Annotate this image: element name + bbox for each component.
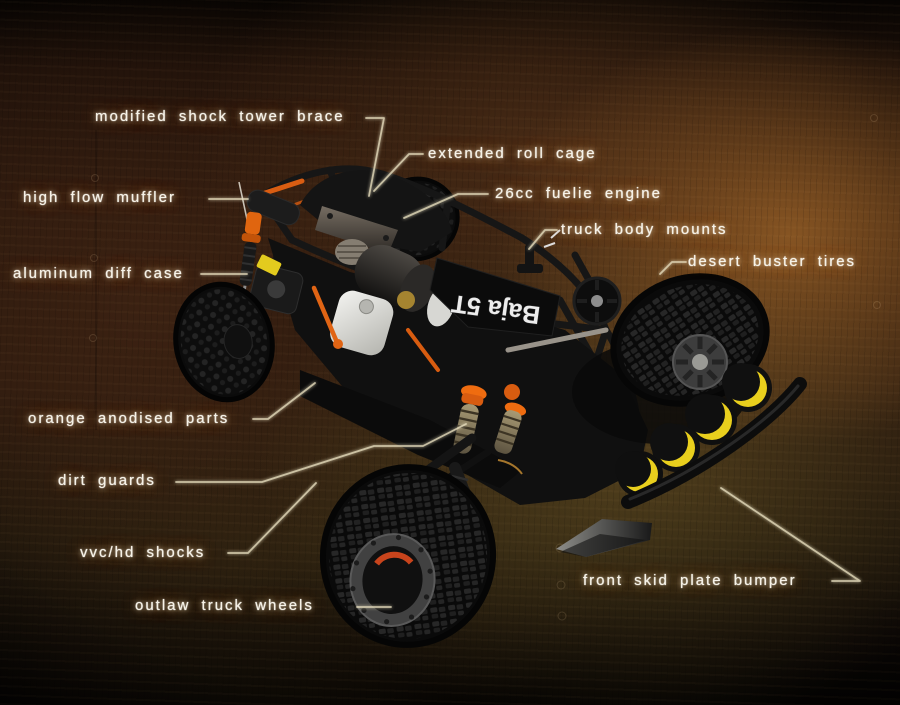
callout-desert-buster-tires: desert buster tires bbox=[688, 253, 857, 270]
callout-front-skid-plate-bumper: front skid plate bumper bbox=[583, 572, 797, 589]
leader-dirt-guards bbox=[175, 423, 467, 483]
front-bumper-tube bbox=[621, 377, 807, 509]
callout-truck-body-mounts: truck body mounts bbox=[561, 221, 728, 238]
callout-26cc-fuelie-engine: 26cc fuelie engine bbox=[495, 185, 662, 202]
chassis-shadow-edge bbox=[300, 370, 522, 488]
callout-outlaw-truck-wheels: outlaw truck wheels bbox=[135, 597, 314, 614]
callout-orange-anodised-parts: orange anodised parts bbox=[28, 410, 230, 427]
callout-high-flow-muffler: high flow muffler bbox=[23, 189, 176, 206]
side-panel: Baja 5T bbox=[429, 257, 561, 337]
leader-desert-buster-tires bbox=[659, 261, 687, 275]
leader-26cc-fuelie-engine bbox=[403, 193, 489, 219]
driveshaft bbox=[505, 327, 609, 353]
zip-ties bbox=[543, 229, 561, 248]
clutch-bell bbox=[397, 291, 415, 309]
callout-extended-roll-cage: extended roll cage bbox=[428, 145, 597, 162]
engine-assembly bbox=[335, 239, 436, 312]
antenna bbox=[238, 181, 249, 225]
front-left-wheel bbox=[319, 464, 497, 648]
rear-right-hub-disc bbox=[572, 276, 622, 326]
aluminum-diff-case-part bbox=[249, 264, 304, 315]
fuel-tank bbox=[330, 290, 394, 356]
leader-extended-roll-cage bbox=[373, 153, 424, 192]
rear-left-tire bbox=[173, 281, 275, 403]
callout-aluminum-diff-case: aluminum diff case bbox=[13, 265, 184, 282]
orange-anodised-parts-group bbox=[311, 285, 520, 400]
shock-tower-brace-plate bbox=[315, 206, 398, 254]
leader-orange-anodised-parts bbox=[252, 382, 316, 420]
leader-truck-body-mounts bbox=[528, 229, 558, 250]
callout-vvc-hd-shocks: vvc/hd shocks bbox=[80, 544, 206, 561]
bumper-yellow-discs bbox=[615, 363, 772, 497]
leader-vvc-hd-shocks bbox=[227, 482, 317, 554]
callout-dirt-guards: dirt guards bbox=[58, 472, 156, 489]
body-mount-part bbox=[517, 245, 543, 273]
yellow-sticker bbox=[256, 254, 282, 276]
orange-hub-accent bbox=[374, 551, 414, 566]
leader-modified-shock-tower-brace bbox=[365, 117, 385, 197]
leader-front-skid-plate-bumper bbox=[720, 487, 861, 582]
callout-modified-shock-tower-brace: modified shock tower brace bbox=[95, 108, 345, 125]
skid-plate bbox=[556, 519, 652, 557]
muffler-part bbox=[246, 189, 300, 226]
